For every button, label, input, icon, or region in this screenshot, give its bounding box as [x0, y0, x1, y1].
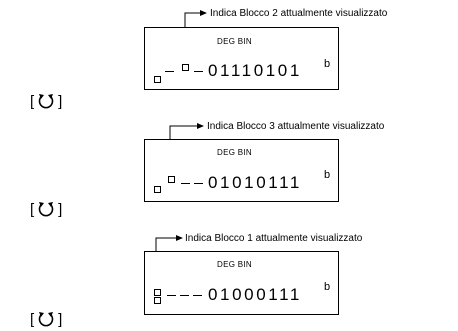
separator-dash	[194, 71, 203, 73]
rotate-icon	[38, 202, 54, 217]
lcd-display: DEG BIN 01010111 b	[144, 139, 339, 202]
block-marker	[154, 186, 161, 193]
separator-dash	[194, 183, 203, 185]
key-bracket-open: [	[30, 92, 35, 110]
key-bracket-open: [	[30, 310, 35, 328]
binary-digits: 01000111	[208, 285, 302, 304]
block-marker-active	[154, 289, 161, 296]
rotate-key: [ ]	[30, 310, 62, 328]
rotate-key: [ ]	[30, 200, 62, 218]
separator-dash	[165, 71, 174, 73]
block-marker	[154, 297, 161, 304]
lcd-display: DEG BIN 01110101 b	[144, 27, 339, 90]
block-marker-active	[182, 64, 189, 71]
key-bracket-open: [	[30, 200, 35, 218]
block-note: Indica Blocco 3 attualmente visualizzato	[207, 121, 385, 132]
key-bracket-close: ]	[58, 310, 63, 328]
base-indicator: b	[324, 281, 331, 293]
separator-dash	[193, 295, 202, 297]
base-indicator: b	[324, 169, 331, 181]
mode-indicator: DEG BIN	[217, 37, 252, 46]
block-note: Indica Blocco 1 attualmente visualizzato	[185, 233, 363, 244]
key-bracket-close: ]	[58, 92, 63, 110]
block-marker-active	[168, 176, 175, 183]
separator-dash	[167, 295, 176, 297]
rotate-key: [ ]	[30, 92, 62, 110]
binary-digits: 01010111	[208, 173, 302, 192]
block-note: Indica Blocco 2 attualmente visualizzato	[210, 8, 388, 19]
block-marker	[154, 76, 161, 83]
rotate-icon	[38, 94, 54, 109]
key-bracket-close: ]	[58, 200, 63, 218]
rotate-icon	[38, 312, 54, 327]
binary-digits: 01110101	[208, 61, 302, 80]
base-indicator: b	[324, 58, 331, 70]
lcd-display: DEG BIN 01000111 b	[144, 251, 339, 315]
mode-indicator: DEG BIN	[217, 148, 252, 157]
mode-indicator: DEG BIN	[217, 260, 252, 269]
separator-dash	[180, 295, 189, 297]
separator-dash	[181, 183, 190, 185]
